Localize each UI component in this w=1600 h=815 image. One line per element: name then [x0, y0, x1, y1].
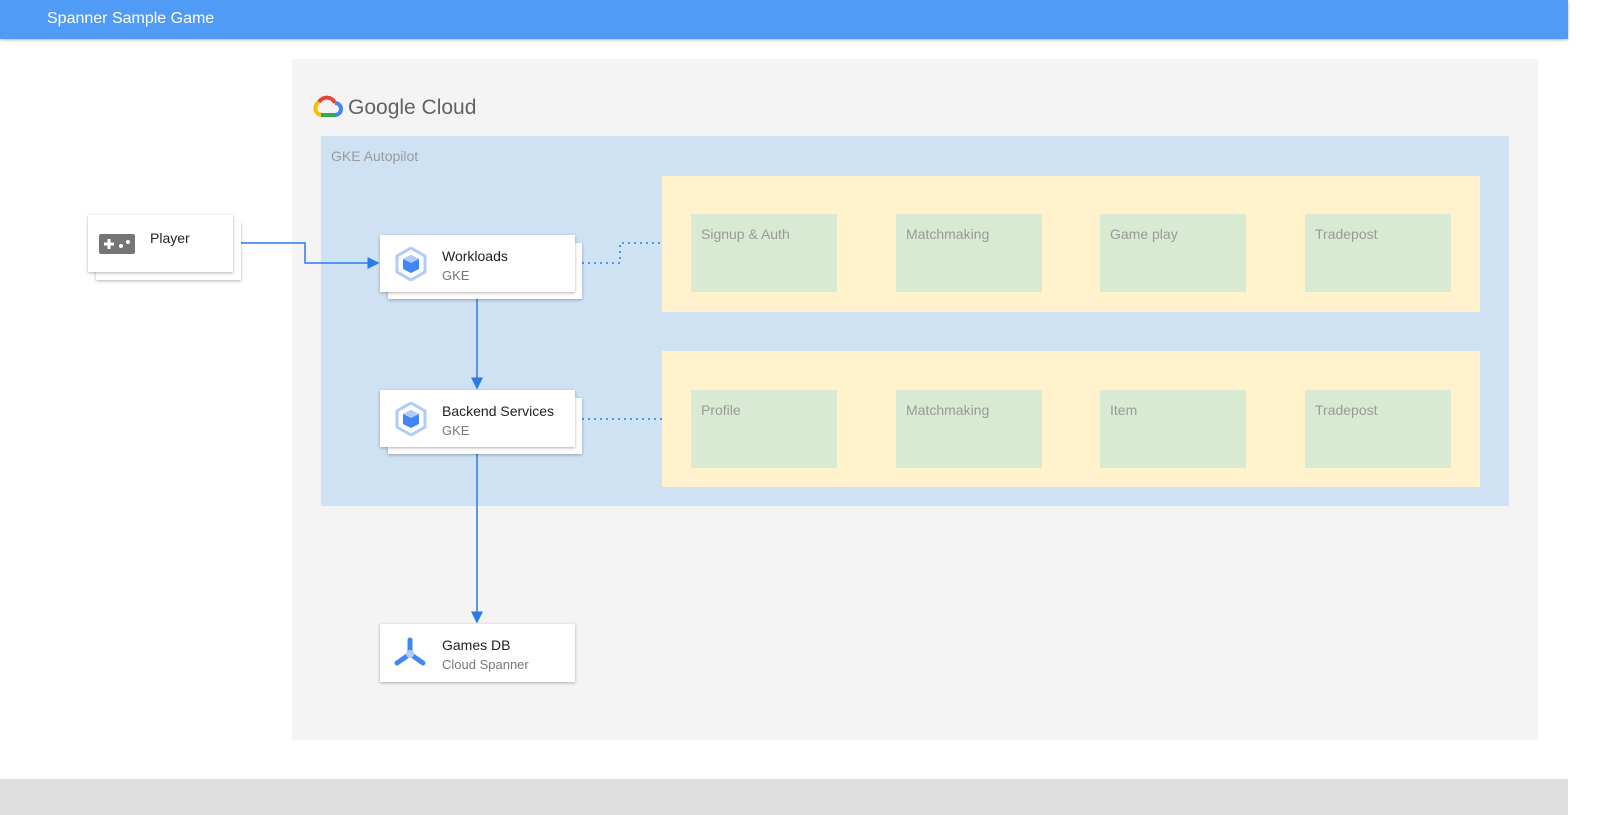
backend-tradepost[interactable]: Tradepost — [1305, 390, 1451, 468]
app-header: Spanner Sample Game — [0, 0, 1568, 39]
service-game-play[interactable]: Game play — [1100, 214, 1246, 292]
gke-icon — [395, 402, 427, 436]
games-db-title: Games DB — [442, 637, 511, 653]
gke-autopilot-label: GKE Autopilot — [331, 148, 419, 164]
service-signup-auth[interactable]: Signup & Auth — [691, 214, 837, 292]
spanner-icon — [394, 637, 426, 666]
backend-profile[interactable]: Profile — [691, 390, 837, 468]
workloads-title: Workloads — [442, 248, 508, 264]
games-db-node[interactable]: Games DB Cloud Spanner — [380, 624, 575, 682]
google-cloud-logo-text: Google Cloud — [348, 96, 477, 119]
service-tradepost[interactable]: Tradepost — [1305, 214, 1451, 292]
app-title: Spanner Sample Game — [47, 10, 215, 27]
workloads-node[interactable]: Workloads GKE — [380, 235, 575, 292]
player-to-workloads-arrow — [233, 242, 380, 269]
workloads-dotted-link — [576, 242, 662, 264]
backend-subtitle: GKE — [442, 423, 470, 438]
backend-item[interactable]: Item — [1100, 390, 1246, 468]
google-cloud-logo-icon — [313, 95, 343, 117]
gke-icon — [395, 247, 427, 281]
backend-matchmaking[interactable]: Matchmaking — [896, 390, 1042, 468]
player-node[interactable]: Player — [88, 215, 233, 272]
backend-title: Backend Services — [442, 403, 555, 419]
backend-node[interactable]: Backend Services GKE — [380, 390, 575, 447]
games-db-subtitle: Cloud Spanner — [442, 657, 529, 672]
gamepad-icon — [99, 234, 135, 254]
service-matchmaking[interactable]: Matchmaking — [896, 214, 1042, 292]
workloads-subtitle: GKE — [442, 268, 470, 283]
player-title: Player — [150, 230, 190, 246]
footer-bar — [0, 779, 1568, 815]
